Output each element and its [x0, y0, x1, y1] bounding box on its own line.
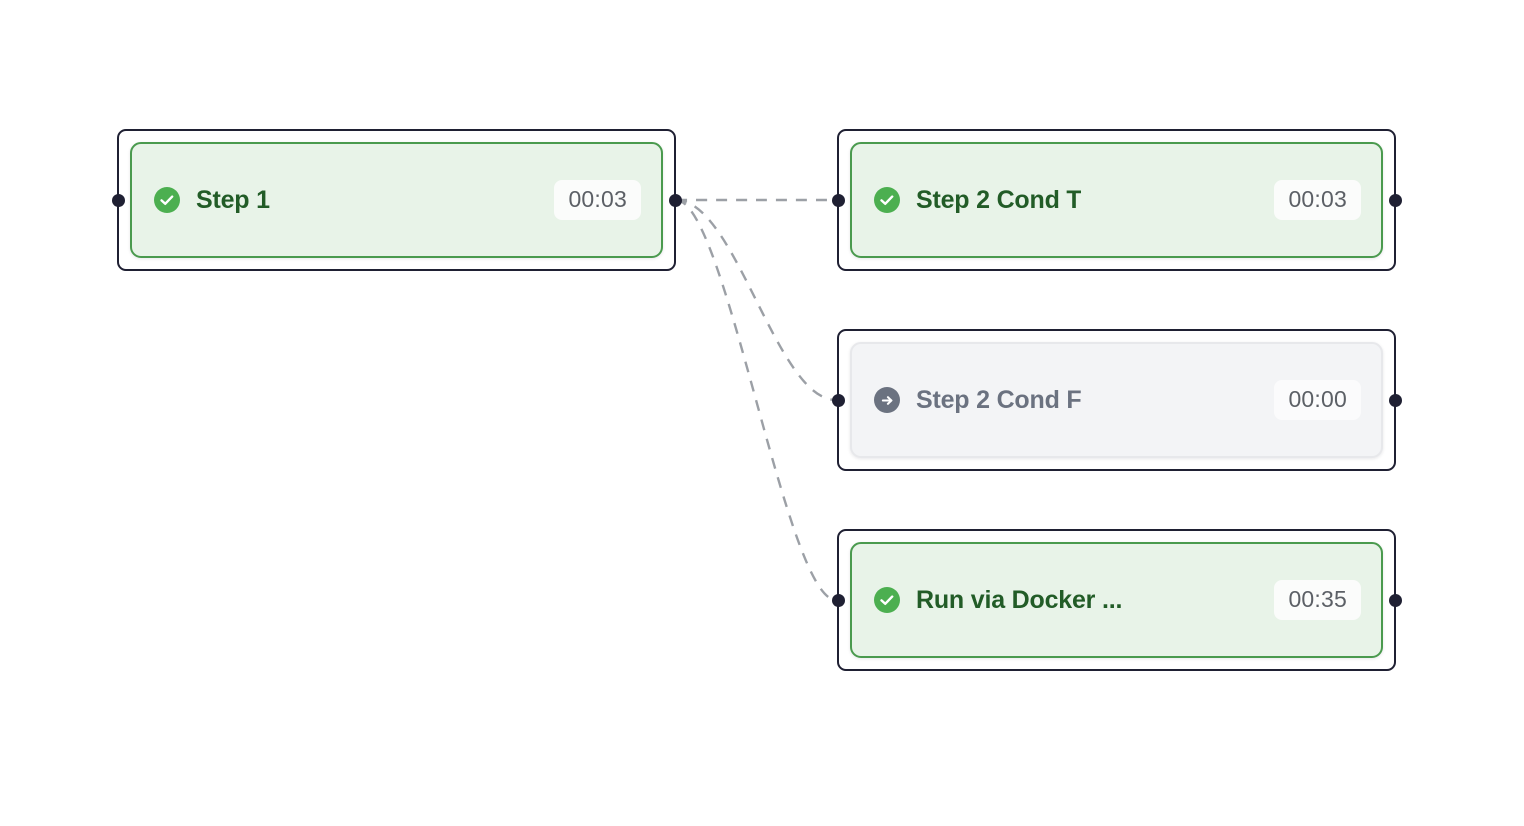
node-card-step-1[interactable]: Step 1 00:03: [130, 142, 663, 258]
handle-target-step-2-cond-f[interactable]: [831, 393, 845, 407]
node-label: Step 2 Cond T: [916, 185, 1082, 214]
edge-step-1-to-step-2-cond-f[interactable]: [675, 198, 837, 402]
handle-source-step-2-cond-t[interactable]: [1388, 193, 1402, 207]
check-circle-icon: [874, 187, 900, 213]
handle-target-run-via-docker[interactable]: [831, 593, 845, 607]
check-circle-icon: [154, 187, 180, 213]
handle-target-step-2-cond-t[interactable]: [831, 193, 845, 207]
edge-step-1-to-run-via-docker[interactable]: [675, 198, 837, 602]
node-card-step-2-cond-t[interactable]: Step 2 Cond T 00:03: [850, 142, 1383, 258]
duration-badge: 00:03: [554, 180, 641, 220]
node-run-via-docker[interactable]: Run via Docker ... 00:35: [831, 529, 1402, 671]
node-step-2-cond-t[interactable]: Step 2 Cond T 00:03: [831, 129, 1402, 271]
node-step-1[interactable]: Step 1 00:03: [111, 129, 682, 271]
arrow-right-circle-icon: [874, 387, 900, 413]
node-label: Run via Docker ...: [916, 585, 1123, 614]
node-step-2-cond-f[interactable]: Step 2 Cond F 00:00: [831, 329, 1402, 471]
handle-target-step-1[interactable]: [111, 193, 125, 207]
node-label: Step 1: [196, 185, 270, 214]
duration-badge: 00:35: [1274, 580, 1361, 620]
handle-source-run-via-docker[interactable]: [1388, 593, 1402, 607]
handle-source-step-2-cond-f[interactable]: [1388, 393, 1402, 407]
duration-badge: 00:03: [1274, 180, 1361, 220]
node-card-run-via-docker[interactable]: Run via Docker ... 00:35: [850, 542, 1383, 658]
duration-badge: 00:00: [1274, 380, 1361, 420]
node-card-step-2-cond-f[interactable]: Step 2 Cond F 00:00: [850, 342, 1383, 458]
check-circle-icon: [874, 587, 900, 613]
handle-source-step-1[interactable]: [668, 193, 682, 207]
node-label: Step 2 Cond F: [916, 385, 1082, 414]
